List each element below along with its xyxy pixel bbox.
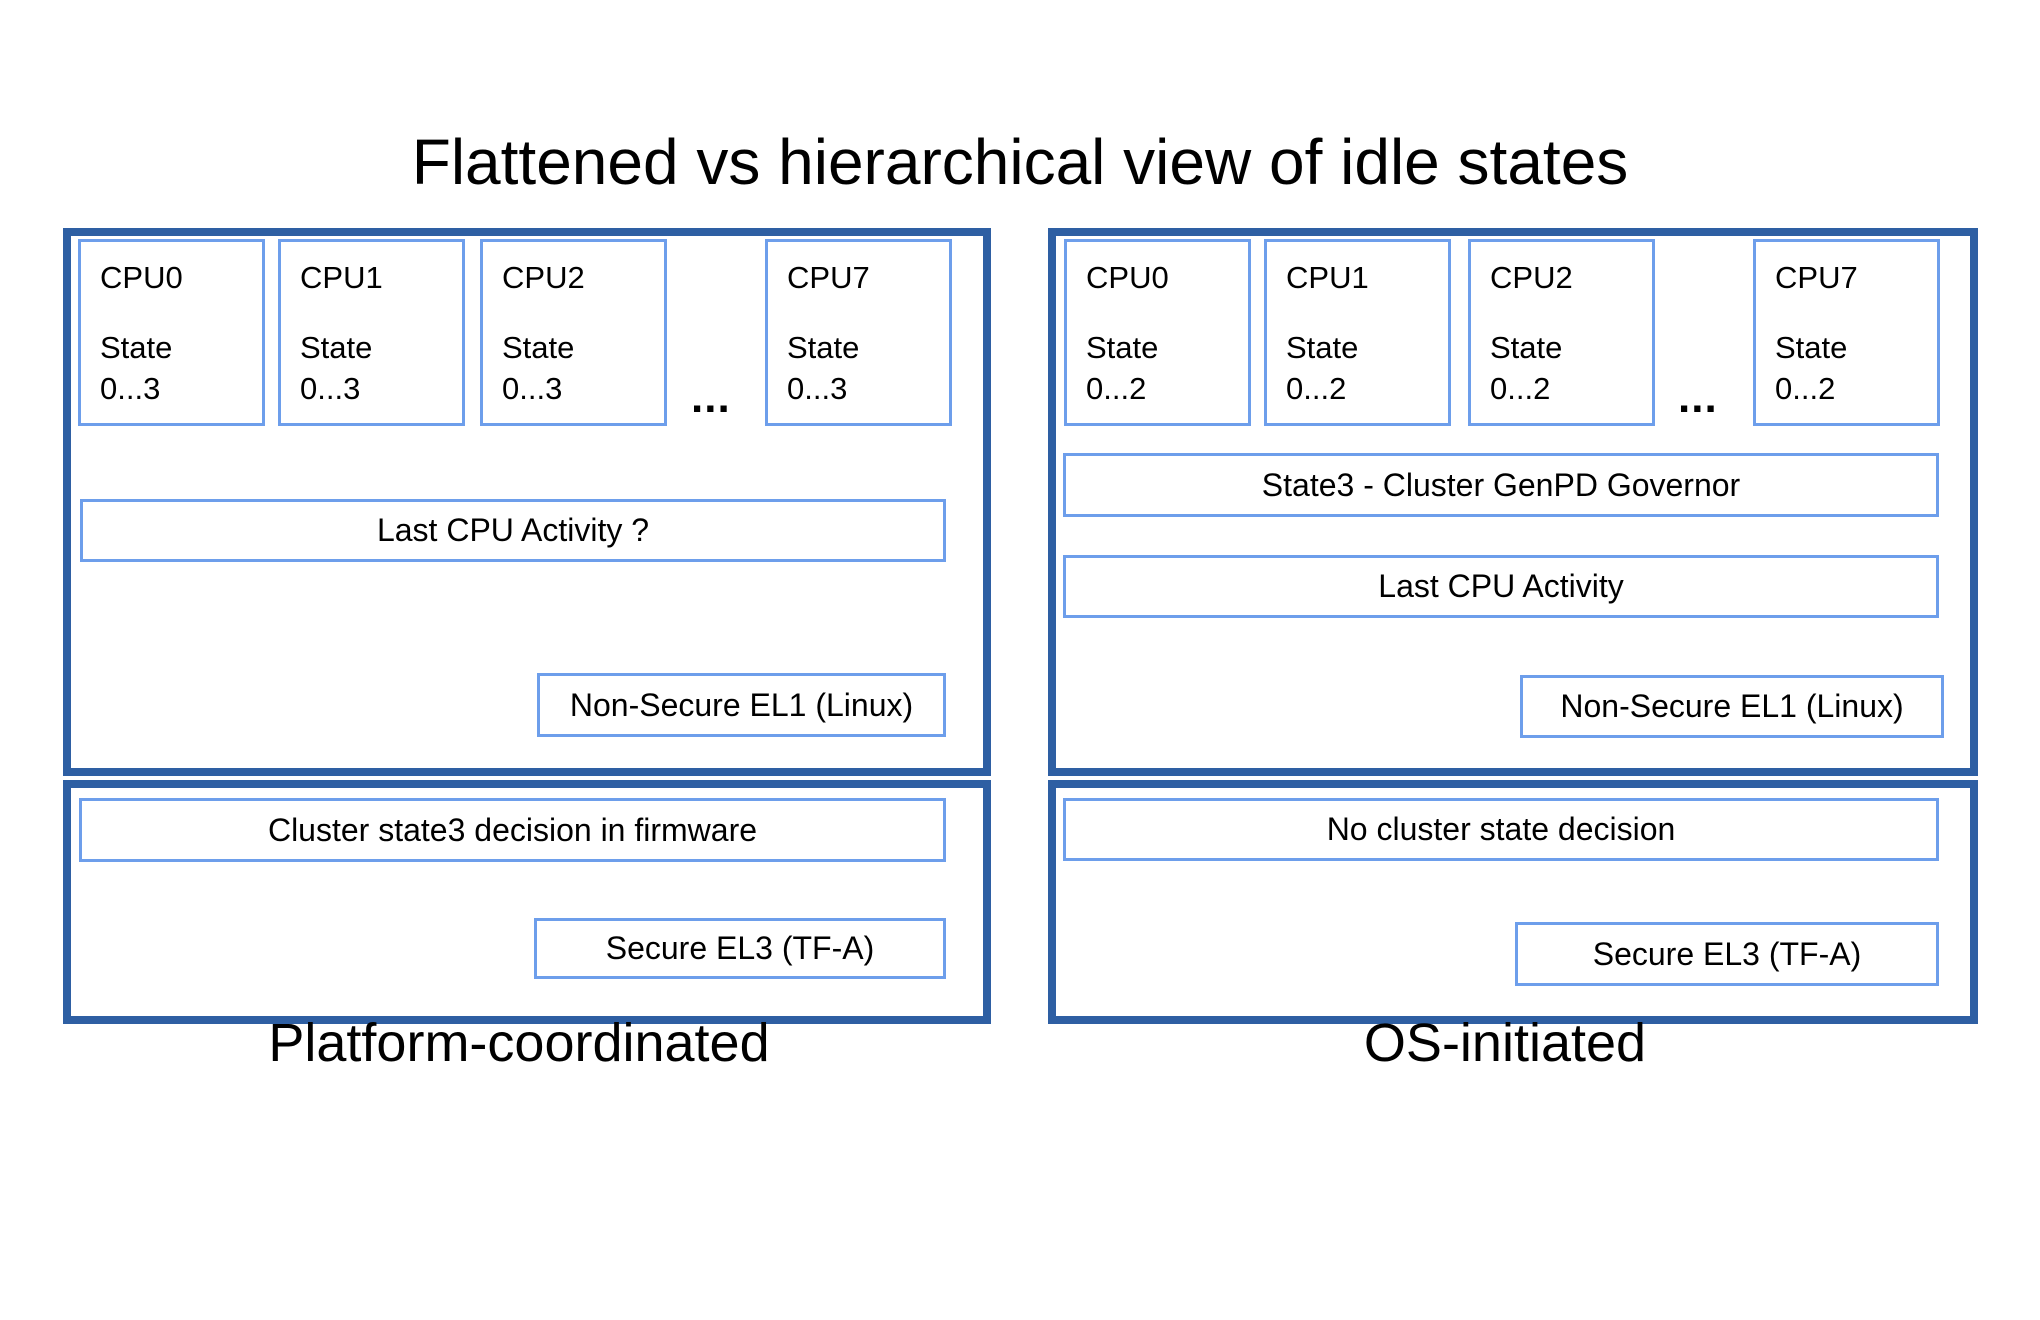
cpu-label: CPU2 xyxy=(502,260,585,295)
cpu-state: State 0...2 xyxy=(1086,328,1242,409)
cpu-label: CPU0 xyxy=(100,260,183,295)
left-secure-el3-box: Secure EL3 (TF-A) xyxy=(534,918,946,979)
right-cpu7-box: CPU7 State 0...2 xyxy=(1753,239,1940,426)
cpu-state: State 0...2 xyxy=(1775,328,1931,409)
cpu-label: CPU2 xyxy=(1490,260,1573,295)
cpu-state-range: 0...3 xyxy=(502,370,563,406)
cpu-state: State 0...3 xyxy=(502,328,658,409)
cpu-state-range: 0...2 xyxy=(1490,370,1551,406)
cpu-state: State 0...2 xyxy=(1286,328,1442,409)
right-cpu-ellipsis: ... xyxy=(1678,373,1718,422)
cpu-state-label: State xyxy=(300,330,373,366)
cpu-label: CPU1 xyxy=(1286,260,1369,295)
left-cpu1-box: CPU1 State 0...3 xyxy=(278,239,465,426)
cpu-state: State 0...3 xyxy=(100,328,256,409)
left-last-cpu-activity-box: Last CPU Activity ? xyxy=(80,499,946,562)
cpu-label: CPU0 xyxy=(1086,260,1169,295)
right-cpu0-box: CPU0 State 0...2 xyxy=(1064,239,1251,426)
right-cpu2-box: CPU2 State 0...2 xyxy=(1468,239,1655,426)
caption-os-initiated: OS-initiated xyxy=(1363,1013,1647,1073)
right-genpd-governor-box: State3 - Cluster GenPD Governor xyxy=(1063,453,1939,517)
cpu-state: State 0...3 xyxy=(300,328,456,409)
cpu-state-range: 0...2 xyxy=(1286,370,1347,406)
cpu-label: CPU7 xyxy=(1775,260,1858,295)
os-initiated-nonsecure-panel: CPU0 State 0...2 CPU1 State 0...2 CPU2 S… xyxy=(1048,228,1978,776)
cpu-label: CPU1 xyxy=(300,260,383,295)
right-last-cpu-activity-box: Last CPU Activity xyxy=(1063,555,1939,618)
cpu-state-range: 0...3 xyxy=(300,370,361,406)
left-cluster-decision-box: Cluster state3 decision in firmware xyxy=(79,798,946,862)
cpu-state: State 0...3 xyxy=(787,328,943,409)
right-secure-el3-box: Secure EL3 (TF-A) xyxy=(1515,922,1939,986)
cpu-state-label: State xyxy=(787,330,860,366)
left-cpu7-box: CPU7 State 0...3 xyxy=(765,239,952,426)
right-cpu1-box: CPU1 State 0...2 xyxy=(1264,239,1451,426)
os-initiated-secure-panel: No cluster state decision Secure EL3 (TF… xyxy=(1048,780,1978,1024)
cpu-state: State 0...2 xyxy=(1490,328,1646,409)
right-non-secure-el1-box: Non-Secure EL1 (Linux) xyxy=(1520,675,1944,738)
cpu-label: CPU7 xyxy=(787,260,870,295)
cpu-state-label: State xyxy=(1086,330,1159,366)
cpu-state-range: 0...3 xyxy=(100,370,161,406)
cpu-state-label: State xyxy=(502,330,575,366)
cpu-state-range: 0...2 xyxy=(1775,370,1836,406)
cpu-state-label: State xyxy=(1286,330,1359,366)
cpu-state-label: State xyxy=(1490,330,1563,366)
diagram-title: Flattened vs hierarchical view of idle s… xyxy=(411,126,1629,198)
left-cpu0-box: CPU0 State 0...3 xyxy=(78,239,265,426)
caption-platform-coordinated: Platform-coordinated xyxy=(268,1013,770,1073)
cpu-state-range: 0...2 xyxy=(1086,370,1147,406)
cpu-state-range: 0...3 xyxy=(787,370,848,406)
left-cpu-ellipsis: ... xyxy=(691,373,731,422)
cpu-state-label: State xyxy=(1775,330,1848,366)
left-cpu2-box: CPU2 State 0...3 xyxy=(480,239,667,426)
cpu-state-label: State xyxy=(100,330,173,366)
left-non-secure-el1-box: Non-Secure EL1 (Linux) xyxy=(537,673,946,737)
right-cluster-decision-box: No cluster state decision xyxy=(1063,798,1939,861)
platform-coordinated-nonsecure-panel: CPU0 State 0...3 CPU1 State 0...3 CPU2 S… xyxy=(63,228,991,776)
platform-coordinated-secure-panel: Cluster state3 decision in firmware Secu… xyxy=(63,780,991,1024)
